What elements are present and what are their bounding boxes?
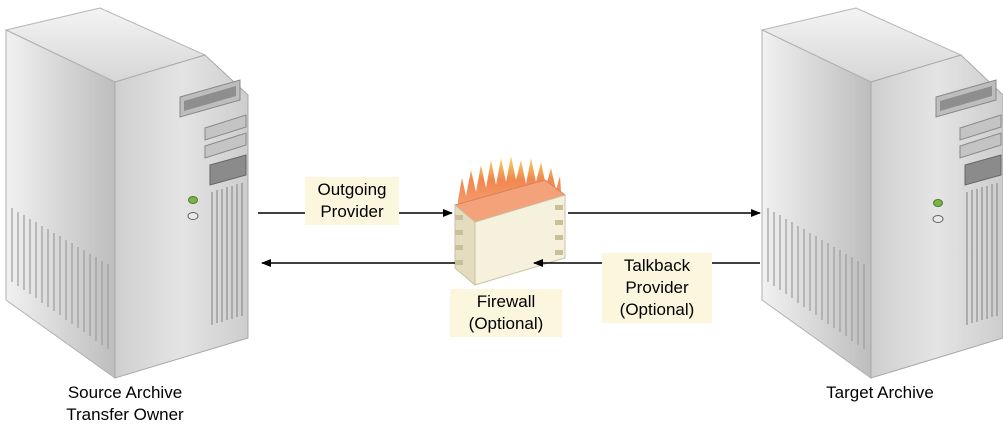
target-caption-line1: Target Archive xyxy=(826,383,934,402)
firewall-label: Firewall (Optional) xyxy=(450,289,562,337)
talkback-provider-line3: (Optional) xyxy=(619,300,695,319)
source-server-icon xyxy=(4,7,249,379)
source-caption-line2: Transfer Owner xyxy=(66,405,184,424)
firewall-label-line1: Firewall xyxy=(476,292,536,311)
target-archive-caption: Target Archive xyxy=(800,382,960,404)
outgoing-provider-label: Outgoing Provider xyxy=(305,177,399,225)
outgoing-provider-line2: Provider xyxy=(320,202,384,221)
firewall-icon xyxy=(453,156,567,287)
talkback-provider-line1: Talkback xyxy=(623,256,691,275)
source-caption-line1: Source Archive xyxy=(67,383,183,402)
firewall-label-line2: (Optional) xyxy=(468,314,544,333)
target-server-icon xyxy=(760,7,1003,379)
talkback-provider-label: Talkback Provider (Optional) xyxy=(602,253,712,323)
outgoing-provider-line1: Outgoing xyxy=(317,180,387,199)
talkback-provider-line2: Provider xyxy=(625,278,689,297)
source-archive-caption: Source Archive Transfer Owner xyxy=(40,382,210,426)
